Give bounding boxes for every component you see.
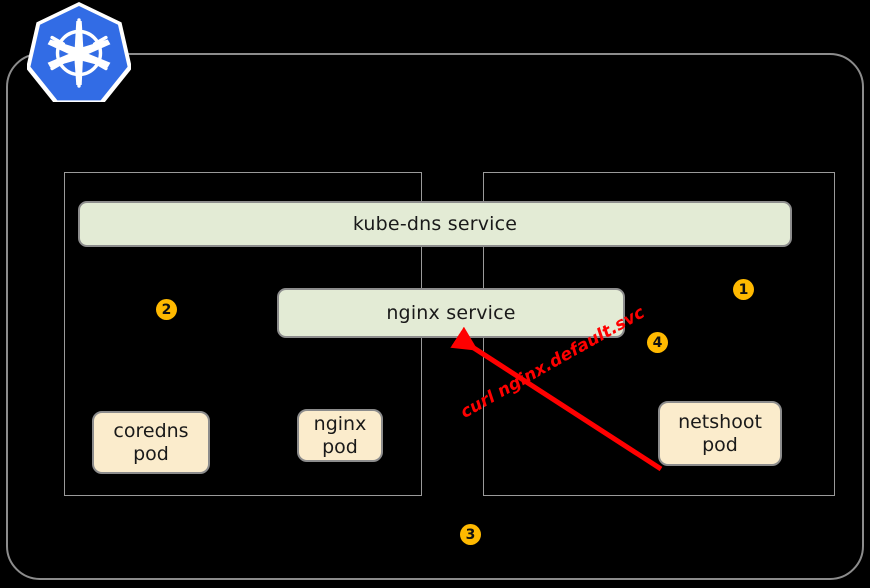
pod-nginx[interactable]: nginx pod — [297, 409, 383, 462]
badge-step-1-label: 1 — [738, 281, 749, 298]
pod-netshoot-kind: pod — [702, 433, 738, 456]
pod-netshoot[interactable]: netshoot pod — [658, 401, 782, 466]
cluster-boundary — [6, 53, 864, 580]
service-nginx[interactable]: nginx service — [277, 288, 625, 338]
pod-nginx-kind: pod — [322, 435, 358, 458]
badge-step-3: 3 — [460, 524, 481, 545]
service-kube-dns[interactable]: kube-dns service — [78, 201, 792, 247]
pod-coredns[interactable]: coredns pod — [92, 411, 210, 474]
badge-step-2: 2 — [156, 299, 177, 320]
pod-coredns-kind: pod — [133, 442, 169, 465]
badge-step-1: 1 — [733, 279, 754, 300]
badge-step-2-label: 2 — [161, 301, 172, 318]
pod-coredns-name: coredns — [113, 420, 189, 443]
service-kube-dns-label: kube-dns service — [352, 213, 518, 235]
badge-step-4: 4 — [647, 332, 668, 353]
badge-step-4-label: 4 — [652, 334, 663, 351]
pod-nginx-name: nginx — [313, 413, 367, 436]
badge-step-3-label: 3 — [465, 526, 476, 543]
pod-netshoot-name: netshoot — [678, 411, 762, 434]
kubernetes-logo-icon — [27, 2, 131, 102]
service-nginx-label: nginx service — [386, 302, 516, 324]
